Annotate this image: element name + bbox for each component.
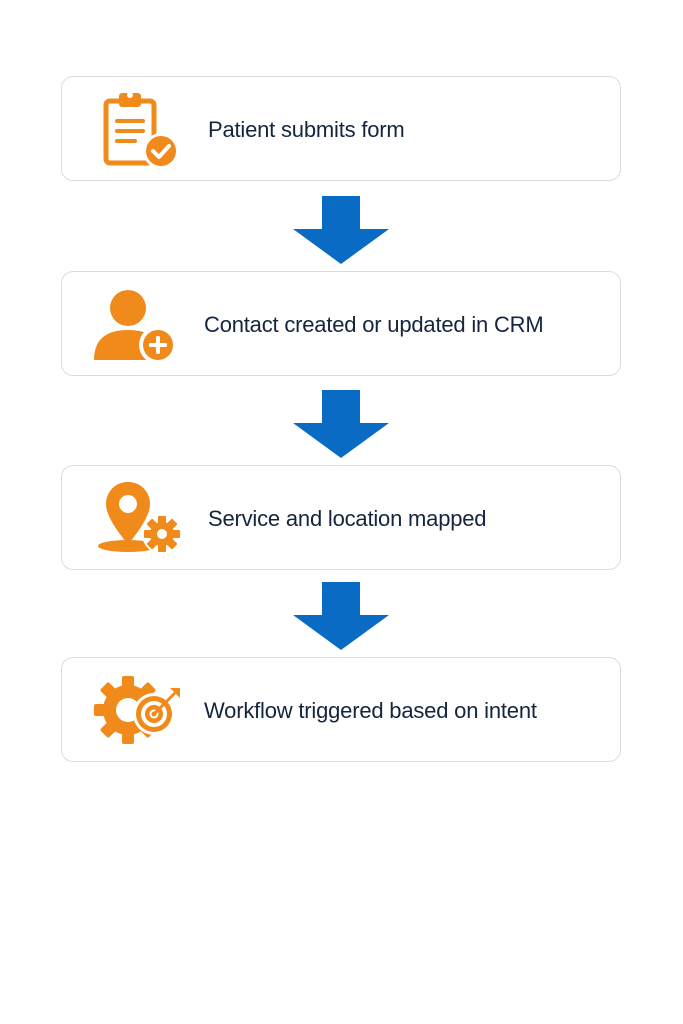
- step-label: Service and location mapped: [208, 506, 487, 531]
- user-add-icon: [62, 272, 192, 377]
- step-label: Contact created or updated in CRM: [204, 312, 544, 337]
- step-card-workflow-triggered: Workflow triggered based on intent: [61, 657, 621, 762]
- step-card-contact-created: Contact created or updated in CRM: [61, 271, 621, 376]
- location-gear-icon: [62, 466, 192, 571]
- step-label: Patient submits form: [208, 117, 405, 142]
- clipboard-check-icon: [62, 77, 192, 182]
- down-arrow-icon: [293, 390, 389, 458]
- gear-target-icon: [62, 658, 192, 763]
- step-card-service-location: Service and location mapped: [61, 465, 621, 570]
- down-arrow-icon: [293, 582, 389, 650]
- step-label: Workflow triggered based on intent: [204, 698, 537, 723]
- down-arrow-icon: [293, 196, 389, 264]
- step-card-patient-submits-form: Patient submits form: [61, 76, 621, 181]
